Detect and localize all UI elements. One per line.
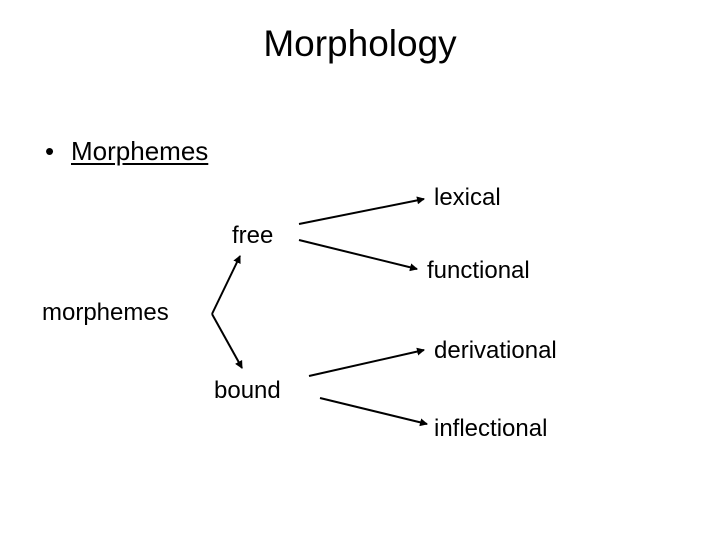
node-lexical: lexical <box>434 184 501 211</box>
bullet-text: Morphemes <box>71 136 209 166</box>
node-morphemes: morphemes <box>42 299 169 326</box>
arrow-morphemes-to-bound <box>211 313 243 369</box>
node-inflectional: inflectional <box>434 415 548 442</box>
bullet-item: • Morphemes <box>45 132 208 170</box>
arrow-free-to-lexical <box>298 196 425 225</box>
arrow-morphemes-to-free <box>211 255 241 315</box>
arrow-bound-to-inflectional <box>319 397 428 427</box>
bullet-marker: • <box>45 136 55 166</box>
node-bound: bound <box>214 377 281 404</box>
arrow-free-to-functional <box>298 239 418 272</box>
arrow-bound-to-derivational <box>308 347 425 377</box>
slide-title: Morphology <box>263 23 457 64</box>
node-functional: functional <box>427 257 530 284</box>
node-free: free <box>232 222 274 249</box>
node-derivational: derivational <box>434 337 557 364</box>
